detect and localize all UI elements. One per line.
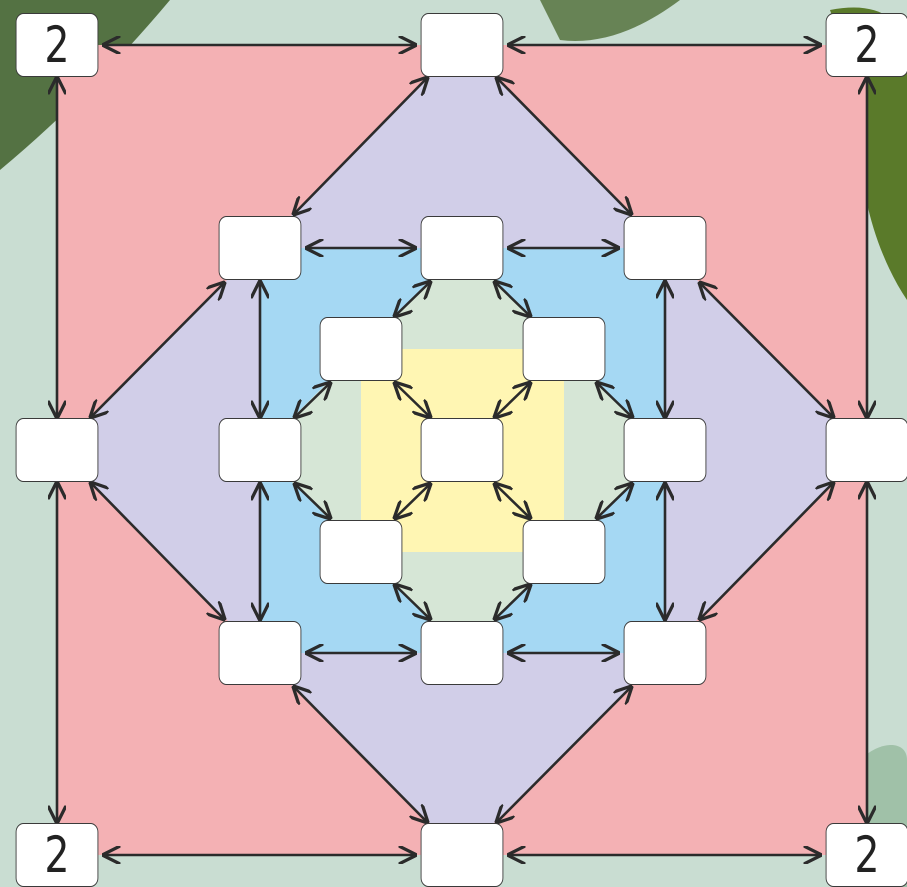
cell-outer-top-left[interactable]: 2 (16, 13, 99, 77)
cell-ring2-bottom-right[interactable] (624, 621, 707, 685)
cell-outer-bottom-mid[interactable] (421, 823, 504, 887)
cell-ring2-bottom-mid[interactable] (421, 621, 504, 685)
cell-ring2-mid-left[interactable] (219, 418, 302, 482)
cell-outer-mid-left[interactable] (16, 418, 99, 482)
cell-outer-top-right[interactable]: 2 (826, 13, 907, 77)
cell-ring2-top-left[interactable] (219, 216, 302, 280)
cell-ring2-top-right[interactable] (624, 216, 707, 280)
cell-outer-mid-right[interactable] (826, 418, 907, 482)
cell-inner-top-right[interactable] (523, 317, 606, 381)
cell-outer-bottom-left[interactable]: 2 (16, 823, 99, 887)
cell-inner-bottom-left[interactable] (320, 520, 403, 584)
cell-inner-top-left[interactable] (320, 317, 403, 381)
cell-ring2-mid-right[interactable] (624, 418, 707, 482)
cell-outer-bottom-right[interactable]: 2 (826, 823, 907, 887)
cell-inner-bottom-right[interactable] (523, 520, 606, 584)
cell-outer-top-mid[interactable] (421, 13, 504, 77)
cell-ring2-top-mid[interactable] (421, 216, 504, 280)
cell-center[interactable] (421, 418, 504, 482)
cell-ring2-bottom-left[interactable] (219, 621, 302, 685)
